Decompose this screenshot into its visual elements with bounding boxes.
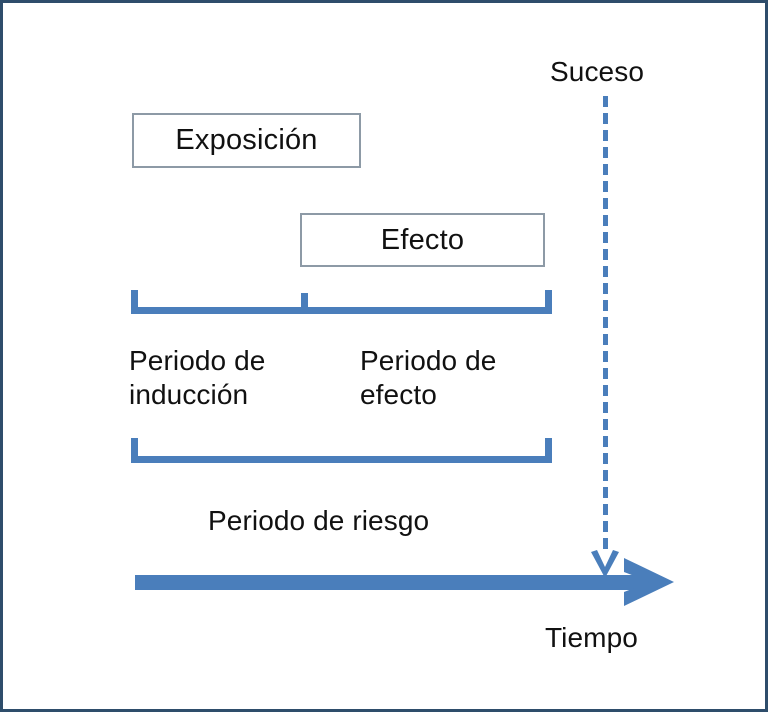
lower-bracket-right-tick	[545, 438, 552, 461]
exposure-box-label: Exposición	[175, 124, 318, 156]
effect-box: Efecto	[300, 213, 545, 267]
effect-period-label: Periodo de efecto	[360, 345, 497, 410]
upper-bracket-middle-tick	[301, 293, 308, 312]
induction-period-label: Periodo de inducción	[129, 345, 266, 410]
exposure-box: Exposición	[132, 113, 361, 168]
time-axis-arrow-icon	[624, 558, 674, 606]
event-down-arrow-icon	[591, 550, 619, 578]
lower-bracket-rule	[131, 456, 552, 463]
event-label: Suceso	[550, 56, 644, 87]
event-dashed-line	[603, 96, 608, 550]
effect-box-label: Efecto	[380, 223, 465, 256]
time-axis-shaft	[135, 575, 650, 590]
upper-bracket-right-tick	[545, 290, 552, 312]
lower-bracket-left-tick	[131, 438, 138, 461]
risk-period-label: Periodo de riesgo	[208, 505, 430, 536]
diagram-inner-area: Exposición Efecto Periodo de inducción P…	[8, 8, 760, 704]
upper-bracket-rule	[131, 307, 552, 314]
time-axis-label: Tiempo	[545, 622, 638, 653]
upper-bracket-left-tick	[131, 290, 138, 312]
